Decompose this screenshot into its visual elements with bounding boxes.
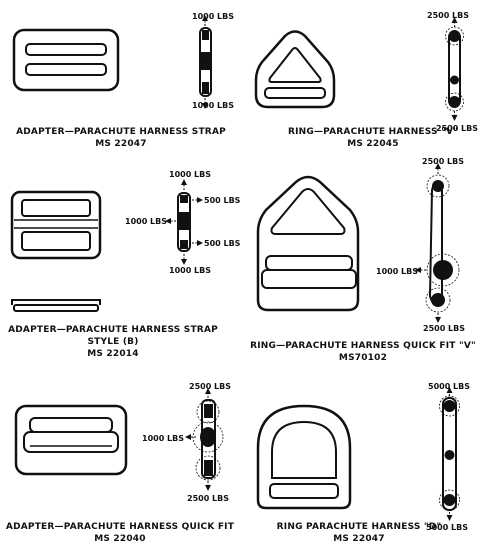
- load-label-bottom: 2500 LBS: [187, 494, 229, 503]
- caption-d-ring: RING PARACHUTE HARNESS "D" MS 22047: [229, 521, 489, 545]
- load-label-bottom: 5000 LBS: [426, 523, 468, 532]
- load-label-right-bottom: 500 LBS: [204, 239, 241, 248]
- adapter-strap-drawing: [12, 28, 120, 92]
- load-label-left: 1000 LBS: [376, 267, 418, 276]
- load-label-top: 2500 LBS: [427, 11, 469, 20]
- load-label-bottom: 1000 LBS: [192, 101, 234, 110]
- caption-quick-fit-adapter: ADAPTER—PARACHUTE HARNESS QUICK FIT MS 2…: [0, 521, 250, 545]
- quick-fit-adapter-drawing: [14, 404, 128, 476]
- caption-part-number: MS 22045: [347, 139, 399, 149]
- load-label-bottom: 2500 LBS: [423, 324, 465, 333]
- v-ring-load-diagram: 2500 LBS 2500 LBS: [427, 11, 478, 133]
- adapter-style-b-drawing: [10, 190, 102, 260]
- caption-name: ADAPTER—PARACHUTE HARNESS QUICK FIT: [5, 522, 235, 532]
- caption-adapter-strap: ADAPTER—PARACHUTE HARNESS STRAP MS 22047: [0, 126, 251, 150]
- caption-name: ADAPTER—PARACHUTE HARNESS STRAP: [8, 325, 218, 335]
- caption-part-number: MS 22040: [94, 534, 146, 544]
- v-ring-drawing: [254, 30, 336, 109]
- caption-part-number: MS 22047: [333, 534, 385, 544]
- quick-fit-v-ring-drawing: [256, 175, 360, 312]
- caption-part-number: MS 22047: [95, 139, 147, 149]
- quick-fit-v-ring-load-diagram: 2500 LBS 1000 LBS 2500 LBS: [376, 157, 465, 333]
- load-label-top: 1000 LBS: [169, 170, 211, 179]
- d-ring-drawing: [256, 404, 352, 510]
- load-label-bottom: 1000 LBS: [169, 266, 211, 275]
- load-label-bottom: 2500 LBS: [436, 124, 478, 133]
- load-label-top: 1000 LBS: [192, 12, 234, 21]
- caption-name: RING—PARACHUTE HARNESS "V": [287, 127, 459, 137]
- d-ring-load-diagram: 5000 LBS 5000 LBS: [426, 382, 470, 532]
- load-label-left: 1000 LBS: [125, 217, 167, 226]
- caption-part-number: MS70102: [338, 353, 388, 363]
- caption-name: RING PARACHUTE HARNESS "D": [276, 522, 442, 532]
- caption-v-ring: RING—PARACHUTE HARNESS "V" MS 22045: [243, 126, 497, 150]
- load-label-top: 2500 LBS: [422, 157, 464, 166]
- adapter-style-b-load-diagram: 1000 LBS 1000 LBS 500 LBS 500 LBS 1000 L…: [125, 170, 241, 275]
- load-label-left: 1000 LBS: [142, 434, 184, 443]
- load-label-top: 5000 LBS: [428, 382, 470, 391]
- caption-name: RING—PARACHUTE HARNESS QUICK FIT "V": [250, 341, 476, 351]
- caption-name: ADAPTER—PARACHUTE HARNESS STRAP: [16, 127, 226, 137]
- quick-fit-adapter-load-diagram: 2500 LBS 1000 LBS 2500 LBS: [142, 382, 231, 503]
- load-label-right-top: 500 LBS: [204, 196, 241, 205]
- caption-adapter-style-b: ADAPTER—PARACHUTE HARNESS STRAP STYLE (B…: [0, 324, 243, 360]
- load-label-top: 2500 LBS: [189, 382, 231, 391]
- caption-quick-fit-v-ring: RING—PARACHUTE HARNESS QUICK FIT "V" MS7…: [233, 340, 493, 364]
- adapter-strap-load-diagram: 1000 LBS 1000 LBS: [192, 12, 234, 110]
- adapter-style-b-side-view: [11, 299, 101, 312]
- caption-style: STYLE (B): [87, 337, 139, 347]
- caption-part-number: MS 22014: [87, 349, 139, 359]
